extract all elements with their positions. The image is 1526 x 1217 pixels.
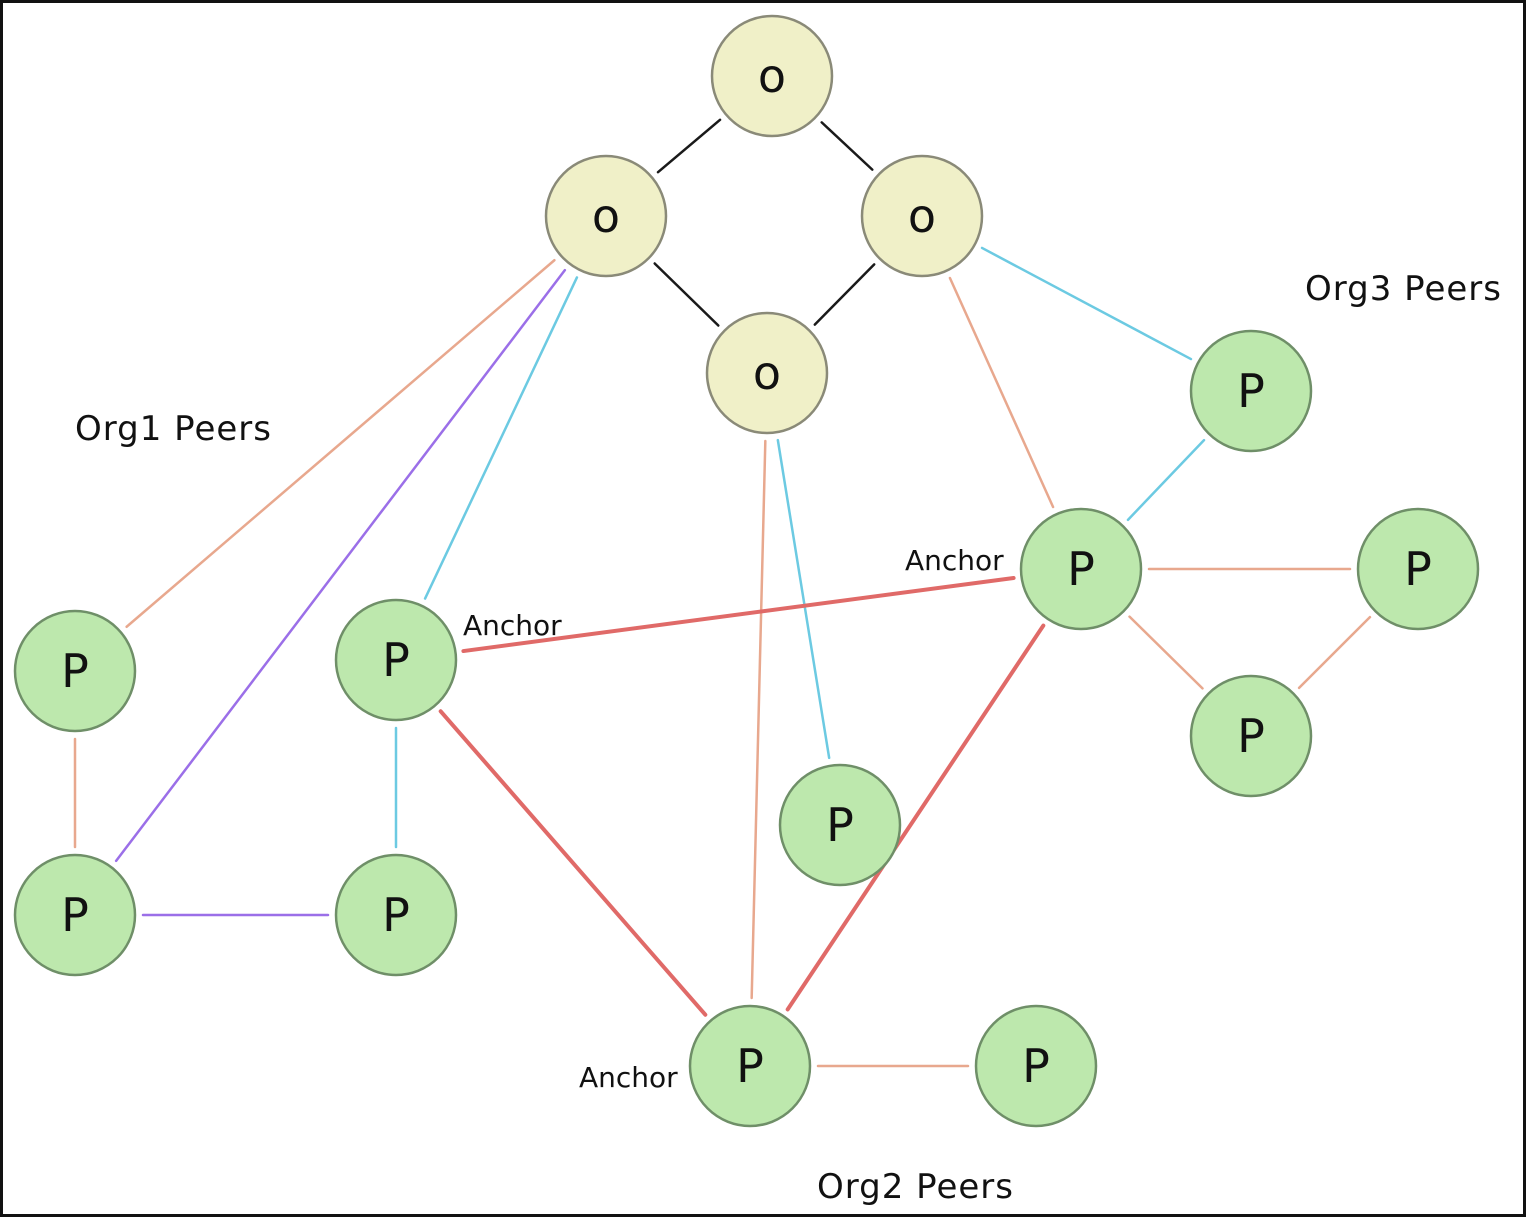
peer-node-p1_anchor: P bbox=[334, 598, 458, 722]
edge-o_top-o_left bbox=[656, 118, 722, 174]
peer-circle bbox=[13, 609, 137, 733]
orderer-circle bbox=[710, 14, 834, 138]
org3-anchor-label: Anchor bbox=[905, 544, 1004, 577]
edge-o_bottom-p2_a bbox=[776, 438, 831, 760]
peer-node-p1_c: P bbox=[334, 853, 458, 977]
orderer-node-o_left: o bbox=[544, 154, 668, 278]
edge-p2_anchor-p3_anchor bbox=[785, 623, 1046, 1012]
org2-peers-label: Org2 Peers bbox=[817, 1167, 1014, 1207]
peer-node-label: P bbox=[1237, 709, 1265, 763]
peer-circle bbox=[778, 763, 902, 887]
edge-p3_right-p3_bottom bbox=[1297, 615, 1372, 690]
orderer-node-label: o bbox=[908, 189, 936, 243]
peer-circle bbox=[1019, 507, 1143, 631]
peer-node-label: P bbox=[1067, 542, 1095, 596]
orderer-node-label: o bbox=[592, 189, 620, 243]
peer-circle bbox=[1189, 329, 1313, 453]
edge-o_left-p1_b bbox=[114, 268, 567, 863]
peer-node-label: P bbox=[736, 1039, 764, 1093]
edge-o_right-o_bottom bbox=[813, 263, 876, 326]
org3-peers-label: Org3 Peers bbox=[1305, 269, 1502, 309]
edge-o_left-o_bottom bbox=[653, 262, 720, 327]
peer-node-label: P bbox=[826, 798, 854, 852]
edge-o_bottom-p2_anchor bbox=[750, 439, 767, 1000]
org2-anchor-label: Anchor bbox=[579, 1061, 678, 1094]
edge-p1_anchor-p3_anchor bbox=[461, 575, 1016, 654]
orderer-node-o_top: o bbox=[710, 14, 834, 138]
orderer-node-o_right: o bbox=[860, 154, 984, 278]
peer-node-label: P bbox=[1404, 542, 1432, 596]
peer-node-p3_top: P bbox=[1189, 329, 1313, 453]
peer-node-p1_a: P bbox=[13, 609, 137, 733]
peer-circle bbox=[974, 1004, 1098, 1128]
peer-node-p2_anchor: P bbox=[688, 1004, 812, 1128]
peer-node-label: P bbox=[382, 633, 410, 687]
edge-p3_top-p3_anchor bbox=[1126, 438, 1206, 522]
peer-node-p3_bottom: P bbox=[1189, 674, 1313, 798]
peer-node-label: P bbox=[61, 888, 89, 942]
org1-peers-label: Org1 Peers bbox=[75, 409, 272, 449]
edge-p1_anchor-p2_anchor bbox=[438, 709, 708, 1017]
peer-node-label: P bbox=[382, 888, 410, 942]
peer-node-p1_b: P bbox=[13, 853, 137, 977]
edge-o_left-p1_a bbox=[125, 258, 556, 629]
edge-o_right-p3_anchor bbox=[948, 276, 1055, 509]
peer-node-p3_anchor: P bbox=[1019, 507, 1143, 631]
peer-circle bbox=[334, 598, 458, 722]
orderer-circle bbox=[860, 154, 984, 278]
orderer-node-label: o bbox=[758, 49, 786, 103]
peer-node-label: P bbox=[1237, 364, 1265, 418]
peer-node-p2_b: P bbox=[974, 1004, 1098, 1128]
peer-circle bbox=[1189, 674, 1313, 798]
edge-o_left-p1_anchor bbox=[423, 276, 579, 600]
orderer-circle bbox=[705, 311, 829, 435]
orderer-node-o_bottom: o bbox=[705, 311, 829, 435]
edges-layer bbox=[73, 118, 1372, 1068]
peer-node-p2_a: P bbox=[778, 763, 902, 887]
labels-layer: Org1 Peers Org2 Peers Org3 Peers Anchor … bbox=[75, 269, 1502, 1207]
edge-o_right-p3_top bbox=[980, 246, 1193, 361]
peer-circle bbox=[1356, 507, 1480, 631]
edge-p3_anchor-p3_bottom bbox=[1128, 615, 1204, 690]
orderer-circle bbox=[544, 154, 668, 278]
peer-node-label: P bbox=[1022, 1039, 1050, 1093]
orderer-node-label: o bbox=[753, 346, 781, 400]
org1-anchor-label: Anchor bbox=[463, 609, 562, 642]
peer-circle bbox=[688, 1004, 812, 1128]
edge-o_top-o_right bbox=[820, 121, 874, 171]
peer-circle bbox=[13, 853, 137, 977]
peer-node-label: P bbox=[61, 644, 89, 698]
peer-circle bbox=[334, 853, 458, 977]
peer-node-p3_right: P bbox=[1356, 507, 1480, 631]
